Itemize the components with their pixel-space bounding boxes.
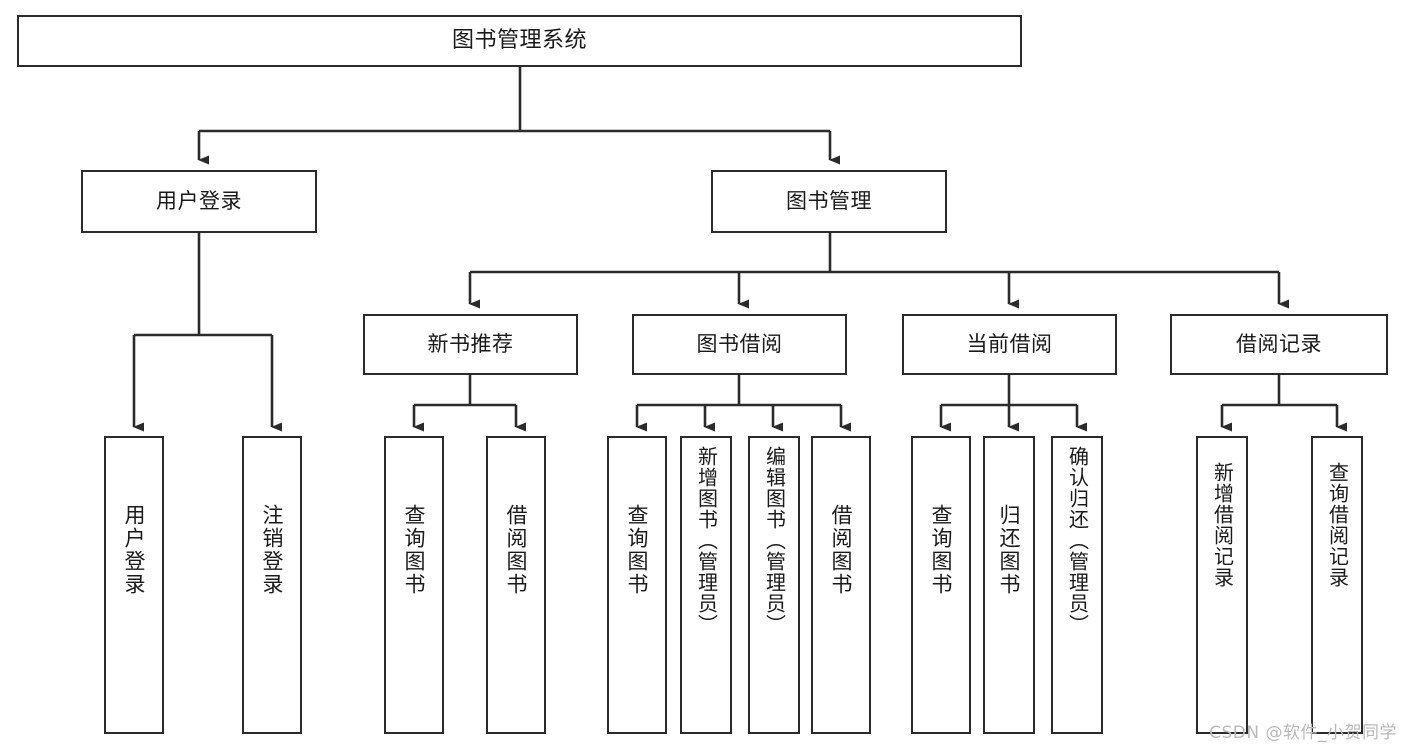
node-leaf-query-book-1-label: 查询图书 <box>402 504 427 596</box>
node-leaf-query-book-1[interactable]: 查询图书 <box>384 436 444 734</box>
node-borrow-record-label: 借阅记录 <box>1236 332 1322 357</box>
node-book-borrow[interactable]: 图书借阅 <box>632 314 847 375</box>
node-leaf-borrow-book-1-label: 借阅图书 <box>504 504 529 596</box>
node-borrow-record[interactable]: 借阅记录 <box>1170 314 1388 375</box>
node-leaf-user-login[interactable]: 用户登录 <box>104 436 164 734</box>
node-leaf-add-book[interactable]: 新增图书（管理员） <box>680 436 732 734</box>
node-leaf-query-record-label: 查询借阅记录 <box>1325 462 1350 588</box>
node-leaf-edit-book-label: 编辑图书（管理员） <box>762 446 787 635</box>
node-leaf-logout[interactable]: 注销登录 <box>242 436 302 734</box>
node-current-borrow-label: 当前借阅 <box>966 332 1053 357</box>
node-leaf-borrow-book-2-label: 借阅图书 <box>829 504 854 596</box>
node-leaf-add-record-label: 新增借阅记录 <box>1210 462 1235 588</box>
node-leaf-return-book-label: 归还图书 <box>997 504 1022 596</box>
node-leaf-return-book[interactable]: 归还图书 <box>983 436 1035 734</box>
node-leaf-query-book-2[interactable]: 查询图书 <box>607 436 667 734</box>
node-leaf-add-record[interactable]: 新增借阅记录 <box>1196 436 1248 734</box>
node-leaf-query-book-3-label: 查询图书 <box>929 504 954 596</box>
node-leaf-user-login-label: 用户登录 <box>122 504 147 596</box>
node-root[interactable]: 图书管理系统 <box>17 15 1022 67</box>
node-current-borrow[interactable]: 当前借阅 <box>902 314 1117 375</box>
node-root-label: 图书管理系统 <box>451 28 587 54</box>
node-book-borrow-label: 图书借阅 <box>696 332 783 357</box>
node-leaf-confirm-return-label: 确认归还（管理员） <box>1065 446 1090 635</box>
node-book-manage-label: 图书管理 <box>786 189 872 214</box>
node-user-login-label: 用户登录 <box>156 189 242 214</box>
node-leaf-query-book-2-label: 查询图书 <box>625 504 650 596</box>
node-leaf-confirm-return[interactable]: 确认归还（管理员） <box>1051 436 1103 734</box>
node-leaf-edit-book[interactable]: 编辑图书（管理员） <box>748 436 800 734</box>
node-leaf-borrow-book-1[interactable]: 借阅图书 <box>486 436 546 734</box>
node-leaf-add-book-label: 新增图书（管理员） <box>694 446 719 635</box>
node-leaf-logout-label: 注销登录 <box>260 504 285 596</box>
node-leaf-query-record[interactable]: 查询借阅记录 <box>1311 436 1363 734</box>
node-new-book-rec-label: 新书推荐 <box>427 332 514 357</box>
node-new-book-rec[interactable]: 新书推荐 <box>363 314 578 375</box>
csdn-watermark: CSDN @软件_小贺同学 <box>1209 723 1397 743</box>
node-leaf-borrow-book-2[interactable]: 借阅图书 <box>811 436 871 734</box>
node-user-login[interactable]: 用户登录 <box>81 170 317 233</box>
node-book-manage[interactable]: 图书管理 <box>711 170 947 233</box>
node-leaf-query-book-3[interactable]: 查询图书 <box>911 436 971 734</box>
